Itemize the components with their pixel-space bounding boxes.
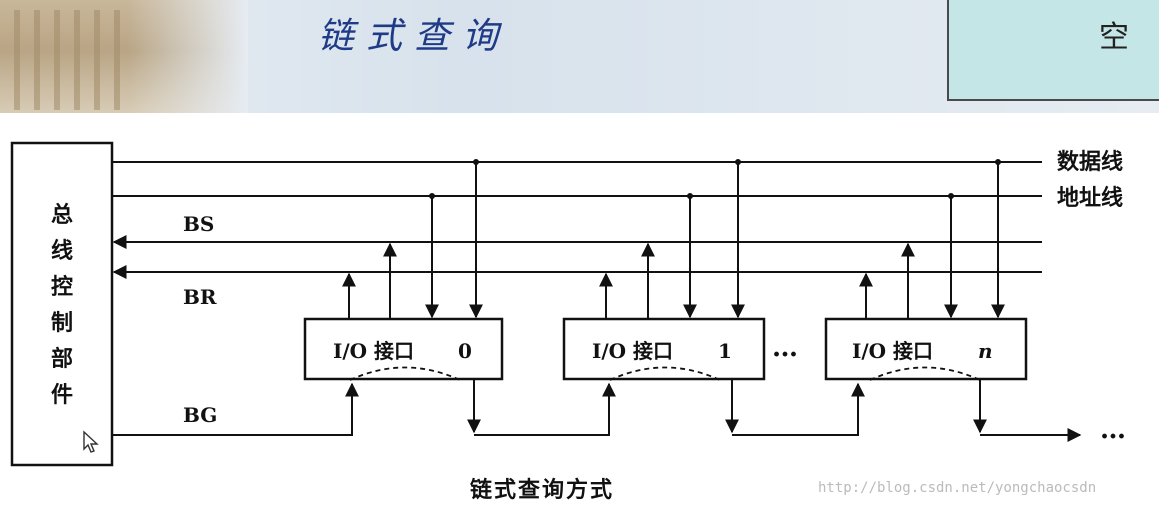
bg-label: BG (183, 403, 217, 427)
io-interface-1-prefix: I/O 接口 (592, 339, 673, 363)
io-interface-0-index: 0 (458, 339, 472, 363)
diagram-caption: 链式查询方式 (470, 478, 615, 503)
controller-label-3: 制 (51, 310, 73, 336)
io-interface-n-index: n (978, 339, 993, 363)
controller-label-0: 总 (51, 202, 73, 228)
ellipsis-between: … (772, 333, 798, 363)
io-interface-0-prefix: I/O 接口 (333, 339, 414, 363)
mouse-cursor-icon (83, 430, 99, 453)
bs-label: BS (183, 212, 214, 236)
header-banner: 链式查询 空 (0, 0, 1159, 113)
daisy-chain-diagram: 总 线 控 制 部 件 数据线 地址线 BS BR BG I/O 接口 0 I/… (10, 141, 1126, 467)
address-bus-label: 地址线 (1057, 185, 1123, 211)
data-bus-label: 数据线 (1057, 149, 1123, 175)
ellipsis-end: … (1100, 415, 1126, 445)
io-interface-n-prefix: I/O 接口 (852, 339, 933, 363)
slide-title: 链式查询 (318, 16, 511, 57)
io-interface-0: I/O 接口 0 (303, 159, 504, 381)
controller-label-4: 部 (51, 346, 73, 372)
building-photo (0, 0, 248, 113)
io-interface-n: I/O 接口 n (824, 159, 1028, 381)
br-label: BR (183, 285, 217, 309)
corner-box: 空 (947, 0, 1159, 101)
controller-label-5: 件 (51, 382, 73, 408)
io-interface-1: I/O 接口 1 (562, 159, 766, 381)
watermark: http://blog.csdn.net/yongchaocsdn (818, 480, 1097, 496)
bus-controller-box (10, 141, 114, 467)
controller-label-1: 线 (51, 238, 73, 264)
bg-chain (112, 380, 1082, 442)
corner-box-label: 空 (1099, 20, 1129, 55)
io-interface-1-index: 1 (718, 339, 732, 363)
controller-label-2: 控 (51, 274, 73, 300)
